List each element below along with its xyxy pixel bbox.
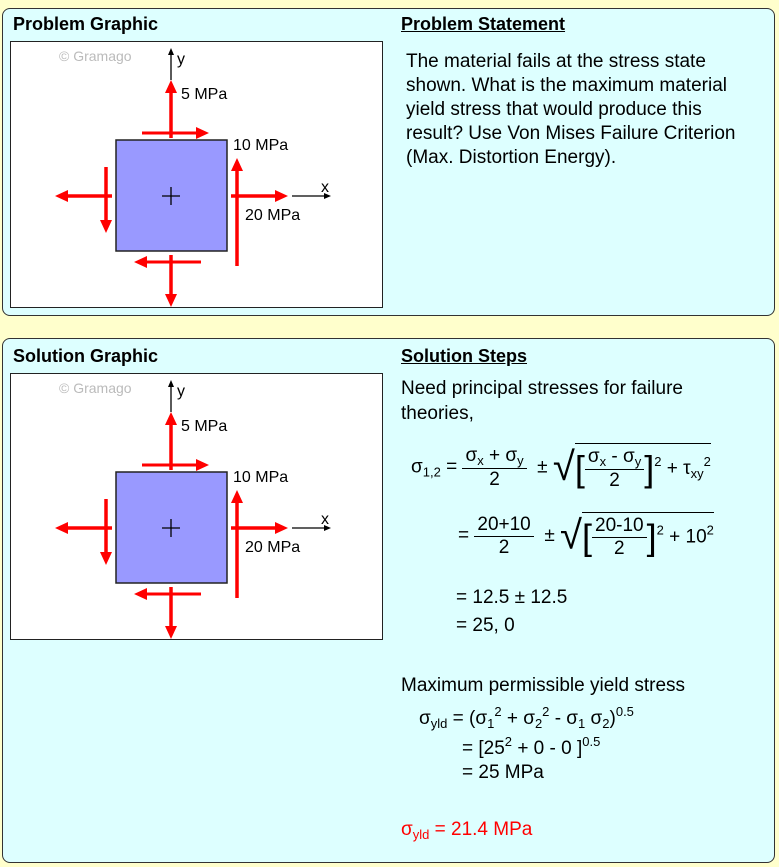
problem-statement: The material fails at the stress state s… [406,51,736,168]
tau-top-arrow [142,127,209,139]
sigma-x-left-arrow [55,190,112,202]
sigma-y-label: 5 MPa [181,86,227,103]
arrow-head [324,525,331,531]
tau-left-arrow [100,499,112,565]
sigma-y-top-arrow [165,80,177,138]
solution-diagram: © Gramago y x 5 MPa 10 MPa 20 MPa [10,373,383,640]
arrow-head [275,522,288,534]
arrow-head [196,459,209,471]
arrow-head [55,190,68,202]
sigma-x-label: 20 MPa [245,207,300,224]
arrow-head [165,412,177,425]
tau-label: 10 MPa [233,469,288,486]
arrow-head [231,158,243,171]
von-mises-result: = 25 MPa [462,762,544,783]
arrow-head [168,380,174,387]
max-yield-title: Maximum permissible yield stress [401,675,686,696]
x-axis-arrow [292,525,331,531]
arrow-head [324,193,331,199]
x-axis-arrow [292,193,331,199]
von-mises-formula: σyld = (σ12 + σ22 - σ1 σ2)0.5 [419,704,634,731]
arrow-head [165,80,177,93]
y-axis-arrow [168,380,174,412]
sigma-x-left-arrow [55,522,112,534]
arrow-head [231,490,243,503]
principal-values: = 25, 0 [456,615,515,636]
stress-element-diagram: © Gramago y x 5 MPa 10 MPa 20 MPa [55,48,331,307]
arrow-head [134,588,147,600]
tau-top-arrow [142,459,209,471]
tau-left-arrow [100,167,112,233]
arrow-head [55,522,68,534]
principal-sum: = 12.5 ± 12.5 [456,587,568,608]
arrow-head [165,294,177,307]
solution-graphic-title: Solution Graphic [13,346,159,366]
arrow-head [100,552,112,565]
x-axis-label: x [321,511,329,528]
arrow-head [168,48,174,55]
sigma-y-bottom-arrow [165,255,177,307]
x-axis-label: x [321,179,329,196]
sigma-y-label: 5 MPa [181,418,227,435]
watermark: © Gramago [59,48,132,64]
y-axis-arrow [168,48,174,80]
arrow-head [100,220,112,233]
sigma-y-bottom-arrow [165,587,177,639]
stress-element-diagram: © Gramago y x 5 MPa 10 MPa 20 MPa [55,380,331,639]
tau-right-arrow [231,490,243,598]
y-axis-label: y [177,51,185,68]
intro-line-2: theories, [401,403,474,424]
watermark: © Gramago [59,380,132,396]
arrow-head [134,256,147,268]
von-mises-substituted: = [252 + 0 - 0 ]0.5 [462,734,601,759]
tau-bottom-arrow [134,588,201,600]
sigma-x-label: 20 MPa [245,539,300,556]
tau-label: 10 MPa [233,137,288,154]
problem-statement-title: Problem Statement [401,14,566,34]
arrow-head [165,626,177,639]
arrow-head [275,190,288,202]
problem-diagram: © Gramago y x 5 MPa 10 MPa 20 MPa [10,41,383,308]
problem-graphic-title: Problem Graphic [13,14,159,34]
sigma-x-right-arrow [231,522,288,534]
final-answer: σyld = 21.4 MPa [401,819,533,842]
solution-steps-title: Solution Steps [401,346,527,366]
arrow-head [196,127,209,139]
sigma-y-top-arrow [165,412,177,470]
tau-bottom-arrow [134,256,201,268]
intro-line-1: Need principal stresses for failure [401,378,683,399]
tau-right-arrow [231,158,243,266]
sigma-x-right-arrow [231,190,288,202]
y-axis-label: y [177,383,185,400]
